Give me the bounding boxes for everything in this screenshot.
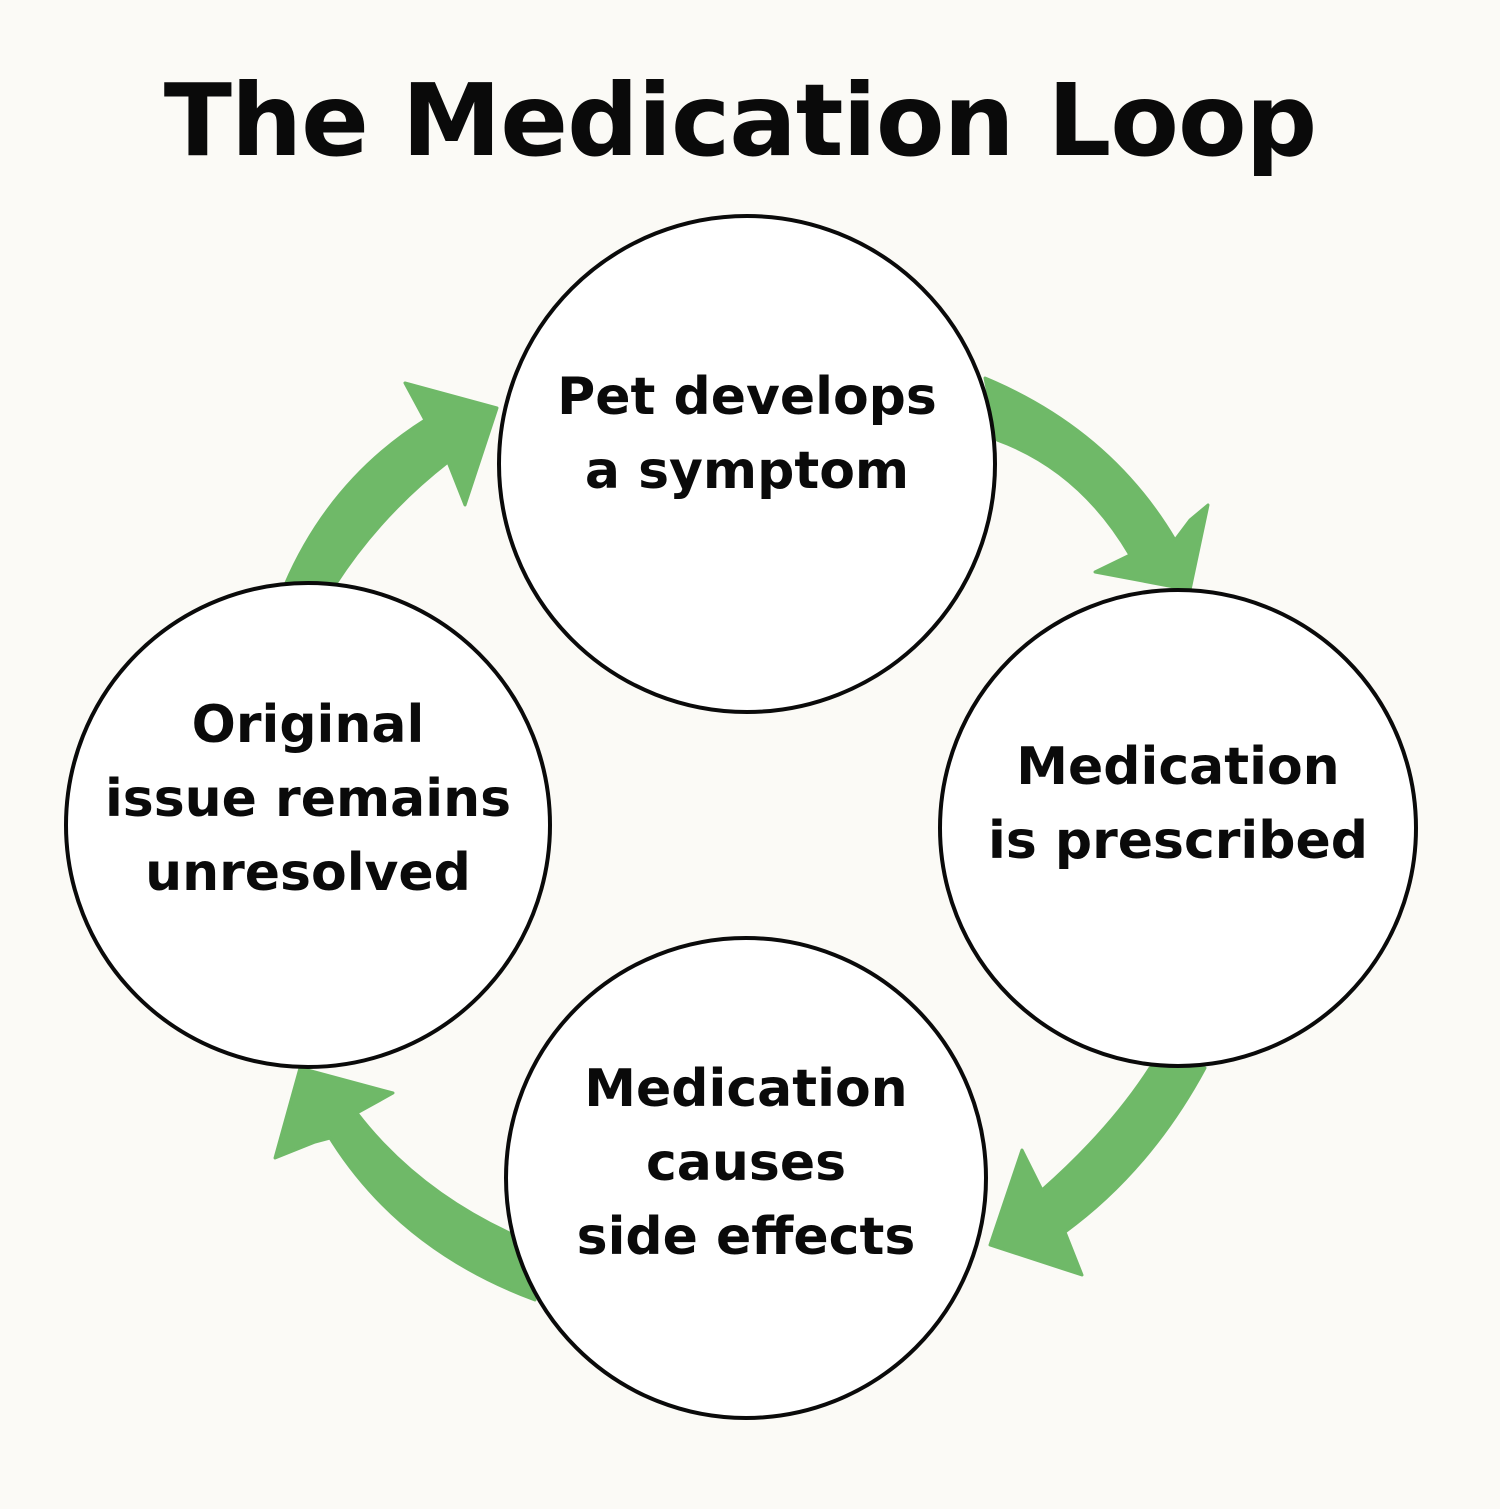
node-circle-pet-develops-symptom — [497, 214, 997, 714]
node-label-line: issue remains — [104, 769, 512, 829]
arrow-pet-develops-symptom-to-medication-prescribed — [983, 376, 1210, 592]
node-label-issue-unresolved: Original issue remains unresolved — [66, 688, 550, 910]
node-circle-issue-unresolved — [64, 581, 552, 1069]
node-label-line: Medication — [584, 1059, 908, 1119]
node-circle-medication-side-effects — [504, 936, 988, 1420]
node-label-line: unresolved — [145, 843, 471, 903]
node-label-line: Original — [191, 695, 425, 755]
node-label-medication-side-effects: Medication causes side effects — [506, 1052, 986, 1274]
arrow-medication-prescribed-to-medication-side-effects — [988, 1066, 1207, 1277]
arrow-medication-side-effects-to-issue-unresolved — [273, 1066, 537, 1302]
node-label-medication-prescribed: Medication is prescribed — [940, 730, 1416, 878]
diagram-title: The Medication Loop — [163, 62, 1317, 179]
arrow-issue-unresolved-to-pet-develops-symptom — [283, 381, 499, 587]
node-label-line: side effects — [576, 1207, 916, 1267]
node-label-line: is prescribed — [988, 811, 1368, 871]
node-label-pet-develops-symptom: Pet develops a symptom — [499, 360, 995, 508]
node-label-line: a symptom — [584, 441, 910, 501]
node-label-line: Pet develops — [557, 367, 937, 427]
node-label-line: Medication — [1016, 737, 1340, 797]
node-label-line: causes — [645, 1133, 847, 1193]
node-circle-medication-prescribed — [938, 588, 1418, 1068]
